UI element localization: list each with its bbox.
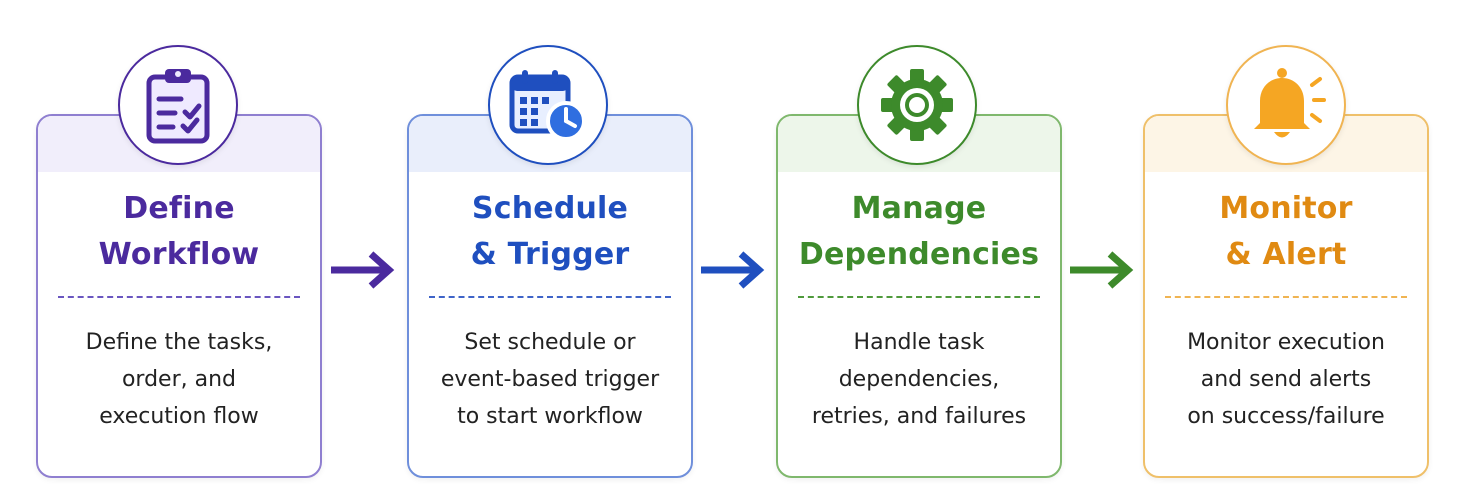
clipboard-checklist-icon: [146, 69, 210, 144]
description-line: Define the tasks,: [85, 330, 273, 355]
step-title-line: Workflow: [98, 237, 260, 272]
dashed-divider: [429, 296, 671, 298]
step-description: Define the tasks, order, and execution f…: [48, 324, 310, 435]
step-title-line: & Trigger: [470, 237, 630, 272]
step-card-monitor-alert: Monitor & Alert Monitor execution and se…: [1143, 114, 1429, 478]
icon-badge-schedule: [488, 45, 608, 165]
step-title-line: Manage: [851, 191, 987, 226]
description-line: execution flow: [99, 404, 259, 429]
step-title-line: Define: [123, 191, 235, 226]
step-title-line: Schedule: [471, 191, 629, 226]
step-title: Monitor & Alert: [1145, 186, 1427, 278]
step-title: Manage Dependencies: [778, 186, 1060, 278]
dashed-divider: [58, 296, 300, 298]
description-line: to start workflow: [457, 404, 643, 429]
dashed-divider: [798, 296, 1040, 298]
flow-arrow-2: [701, 251, 765, 289]
description-line: order, and: [121, 367, 237, 392]
step-description: Set schedule or event-based trigger to s…: [419, 324, 681, 435]
step-card-manage-dependencies: Manage Dependencies Handle task dependen…: [776, 114, 1062, 478]
description-line: retries, and failures: [811, 404, 1027, 429]
bell-alert-icon: [1254, 68, 1326, 138]
step-description: Handle task dependencies, retries, and f…: [788, 324, 1050, 435]
icon-badge-manage: [857, 45, 977, 165]
description-line: on success/failure: [1187, 404, 1385, 429]
gear-icon: [881, 69, 953, 141]
icon-badge-define: [118, 45, 238, 165]
description-line: dependencies,: [838, 367, 1000, 392]
icon-badge-monitor: [1226, 45, 1346, 165]
step-card-define-workflow: Define Workflow Define the tasks, order,…: [36, 114, 322, 478]
step-description: Monitor execution and send alerts on suc…: [1155, 324, 1417, 435]
description-line: Monitor execution: [1187, 330, 1385, 355]
calendar-clock-icon: [509, 70, 586, 141]
description-line: Handle task: [853, 330, 985, 355]
step-title-line: & Alert: [1225, 237, 1347, 272]
step-card-schedule-trigger: Schedule & Trigger Set schedule or event…: [407, 114, 693, 478]
flow-arrow-3: [1070, 251, 1134, 289]
flow-arrow-1: [331, 251, 395, 289]
step-title-line: Dependencies: [798, 237, 1040, 272]
description-line: event-based trigger: [440, 367, 660, 392]
dashed-divider: [1165, 296, 1407, 298]
step-title-line: Monitor: [1219, 191, 1353, 226]
description-line: Set schedule or: [464, 330, 636, 355]
step-title: Define Workflow: [38, 186, 320, 278]
description-line: and send alerts: [1200, 367, 1372, 392]
step-title: Schedule & Trigger: [409, 186, 691, 278]
